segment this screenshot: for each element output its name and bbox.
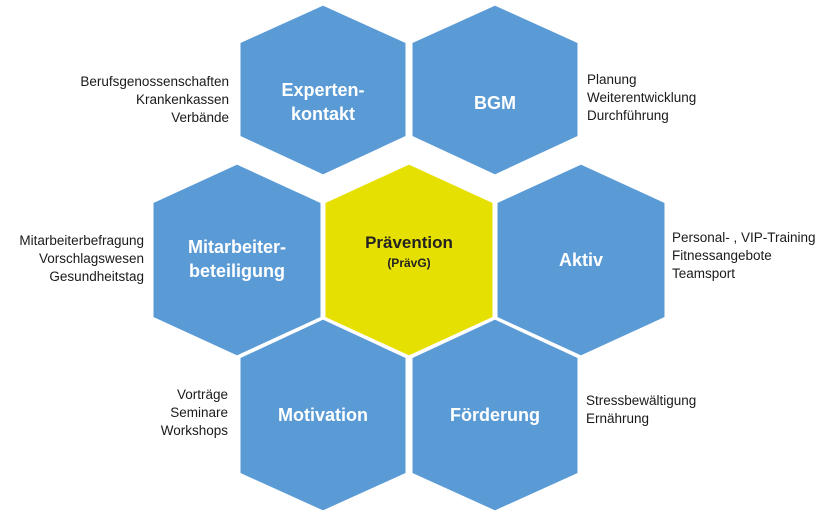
- hex-motivation-label: Motivation: [278, 405, 368, 425]
- note-item: Berufsgenossenschaften: [80, 74, 229, 89]
- note-item: Stressbewältigung: [586, 393, 697, 408]
- notes-expertenkontakt: Berufsgenossenschaften Krankenkassen Ver…: [80, 73, 229, 127]
- hex-aktiv: Aktiv: [494, 161, 668, 359]
- hex-foerderung-label: Förderung: [450, 405, 540, 425]
- center-title: Prävention: [365, 233, 453, 252]
- hex-motivation: Motivation: [237, 316, 409, 514]
- hex-expertenkontakt-line2: kontakt: [291, 104, 355, 124]
- notes-aktiv: Personal- , VIP-Training Fitnessangebote…: [672, 229, 816, 283]
- note-item: Planung: [587, 72, 637, 87]
- hex-praevention-center: Prävention (PrävG): [322, 161, 496, 359]
- note-item: Weiterentwicklung: [587, 90, 697, 105]
- notes-mitarbeiterbeteiligung: Mitarbeiterbefragung Vorschlagswesen Ges…: [19, 232, 144, 286]
- notes-bgm: Planung Weiterentwicklung Durchführung: [587, 71, 696, 125]
- hex-bgm: BGM: [409, 2, 581, 178]
- note-item: Vorträge: [176, 387, 228, 402]
- note-item: Seminare: [170, 405, 228, 420]
- note-item: Krankenkassen: [135, 92, 229, 107]
- hex-mitarbeiter-line1: Mitarbeiter-: [188, 237, 286, 257]
- hex-foerderung: Förderung: [409, 316, 581, 514]
- note-item: Personal- , VIP-Training: [672, 230, 816, 245]
- center-subtitle: (PrävG): [387, 256, 430, 270]
- note-item: Durchführung: [587, 108, 669, 123]
- hex-bgm-label: BGM: [474, 93, 516, 113]
- note-item: Fitnessangebote: [672, 248, 772, 263]
- note-item: Gesundheitstag: [49, 269, 144, 284]
- note-item: Verbände: [171, 110, 229, 125]
- hex-mitarbeiterbeteiligung: Mitarbeiter- beteiligung: [150, 161, 324, 359]
- note-item: Ernährung: [586, 411, 650, 426]
- hex-expertenkontakt: Experten- kontakt: [237, 2, 409, 178]
- hex-expertenkontakt-line1: Experten-: [281, 80, 364, 100]
- note-item: Mitarbeiterbefragung: [19, 233, 144, 248]
- note-item: Workshops: [160, 423, 228, 438]
- note-item: Vorschlagswesen: [38, 251, 144, 266]
- notes-motivation: Vorträge Seminare Workshops: [161, 386, 228, 440]
- hex-mitarbeiter-line2: beteiligung: [189, 261, 285, 281]
- notes-foerderung: Stressbewältigung Ernährung: [586, 392, 696, 428]
- note-item: Teamsport: [672, 266, 736, 281]
- hex-aktiv-label: Aktiv: [559, 250, 603, 270]
